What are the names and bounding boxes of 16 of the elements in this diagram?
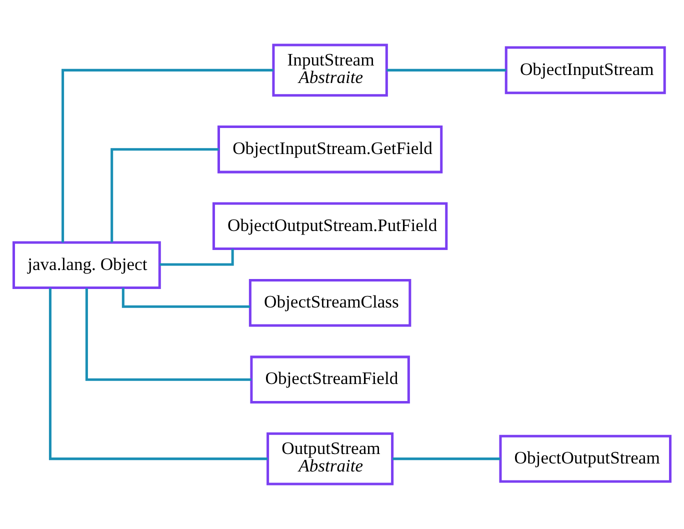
connector [392,458,500,460]
node-box: ObjectOutputStream [499,434,672,483]
connector [62,68,274,242]
node-box: InputStream Abstraite [272,44,388,97]
connector [122,288,250,308]
node-box: ObjectStreamClass [248,278,412,327]
node-box: ObjectInputStream [504,46,666,94]
connector [85,288,252,381]
node-box: ObjectInputStream.GetField [217,126,443,174]
node-box: OutputStream Abstraite [266,432,394,486]
node-box: ObjectStreamField [250,356,410,404]
connector [110,148,219,242]
node-box: ObjectOutputStream.PutField [212,202,448,250]
connector [48,288,268,460]
node-box: java.lang. Object [12,241,161,290]
connector [386,68,506,72]
